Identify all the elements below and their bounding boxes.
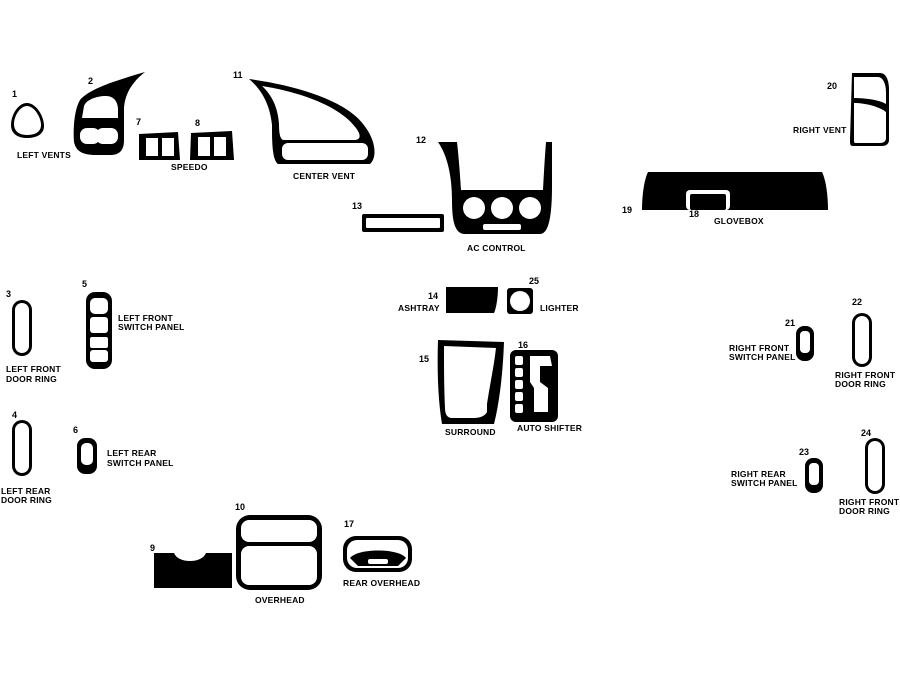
label-right-rear-switch-panel-line2: SWITCH PANEL [731, 478, 797, 488]
piece-15-surround [437, 340, 504, 424]
label-right-front-switch-panel-line1: RIGHT FRONT [729, 343, 790, 353]
label-lighter: LIGHTER [540, 303, 579, 313]
piece-25-lighter [507, 288, 533, 314]
label-glovebox: GLOVEBOX [714, 216, 764, 226]
label-left-rear-door-ring-line1: LEFT REAR [1, 486, 51, 496]
label-left-front-door-ring-line2: DOOR RING [6, 374, 57, 384]
label-left-rear-door-ring-line2: DOOR RING [1, 495, 52, 505]
part-number-12: 12 [416, 135, 426, 145]
piece-23-right-rear-switch-panel [805, 458, 823, 493]
label-right-front-door-ring-line1: RIGHT FRONT [835, 370, 896, 380]
part-number-14: 14 [428, 291, 438, 301]
piece-12-ac-control [438, 142, 552, 234]
piece-7-speedo [139, 132, 180, 160]
part-number-25: 25 [529, 276, 539, 286]
part-number-2: 2 [88, 76, 93, 86]
piece-13 [362, 214, 444, 232]
piece-10-overhead [236, 515, 322, 590]
label-ashtray: ASHTRAY [398, 303, 440, 313]
part-number-5: 5 [82, 279, 87, 289]
label-right-front-switch-panel-line2: SWITCH PANEL [729, 352, 795, 362]
part-number-22: 22 [852, 297, 862, 307]
label-right-vent: RIGHT VENT [793, 125, 847, 135]
part-number-17: 17 [344, 519, 354, 529]
piece-21-right-front-switch-panel [796, 326, 814, 361]
part-number-8: 8 [195, 118, 200, 128]
piece-22-right-front-door-ring [852, 313, 872, 367]
piece-5-left-front-switch-panel [86, 292, 112, 369]
part-number-4: 4 [12, 410, 17, 420]
piece-9 [154, 553, 232, 588]
piece-18-glovebox [686, 190, 730, 210]
piece-1-left-vents [11, 103, 44, 138]
piece-14-ashtray [446, 287, 498, 313]
label-left-rear-switch-panel-line2: SWITCH PANEL [107, 458, 173, 468]
label-ac-control: AC CONTROL [467, 243, 526, 253]
part-number-7: 7 [136, 117, 141, 127]
label-left-front-door-ring-line1: LEFT FRONT [6, 364, 61, 374]
piece-20-right-vent [850, 73, 889, 146]
part-number-21: 21 [785, 318, 795, 328]
piece-4-left-rear-door-ring [12, 420, 32, 476]
part-number-3: 3 [6, 289, 11, 299]
part-number-9: 9 [150, 543, 155, 553]
piece-16-auto-shifter [510, 350, 558, 422]
label-right-rear-switch-panel-line1: RIGHT REAR [731, 469, 786, 479]
piece-8 [190, 131, 234, 160]
part-number-10: 10 [235, 502, 245, 512]
part-number-23: 23 [799, 447, 809, 457]
piece-11-center-vent [249, 79, 375, 164]
part-number-18: 18 [689, 209, 699, 219]
label-right-front-door-ring-line2: DOOR RING [835, 379, 886, 389]
part-number-6: 6 [73, 425, 78, 435]
label-left-vents: LEFT VENTS [17, 150, 71, 160]
label-right-front-door-ring-2-line1: RIGHT FRONT [839, 497, 900, 507]
part-number-19: 19 [622, 205, 632, 215]
label-left-front-switch-panel-line1: LEFT FRONT [118, 313, 173, 323]
label-surround: SURROUND [445, 427, 496, 437]
piece-3-left-front-door-ring [12, 300, 32, 356]
label-overhead: OVERHEAD [255, 595, 305, 605]
label-center-vent: CENTER VENT [293, 171, 356, 181]
part-number-1: 1 [12, 89, 17, 99]
piece-19 [642, 172, 828, 210]
piece-17-rear-overhead [343, 536, 412, 572]
part-number-16: 16 [518, 340, 528, 350]
piece-2 [73, 72, 145, 155]
label-right-front-door-ring-2-line2: DOOR RING [839, 506, 890, 516]
label-rear-overhead: REAR OVERHEAD [343, 578, 420, 588]
label-left-front-switch-panel-line2: SWITCH PANEL [118, 322, 184, 332]
part-number-20: 20 [827, 81, 837, 91]
label-speedo: SPEEDO [171, 162, 208, 172]
label-auto-shifter: AUTO SHIFTER [517, 423, 582, 433]
piece-6-left-rear-switch-panel [77, 438, 97, 474]
label-left-rear-switch-panel-line1: LEFT REAR [107, 448, 157, 458]
piece-24-right-front-door-ring [865, 438, 885, 494]
part-number-13: 13 [352, 201, 362, 211]
part-number-24: 24 [861, 428, 871, 438]
part-number-15: 15 [419, 354, 429, 364]
part-number-11: 11 [233, 70, 243, 80]
